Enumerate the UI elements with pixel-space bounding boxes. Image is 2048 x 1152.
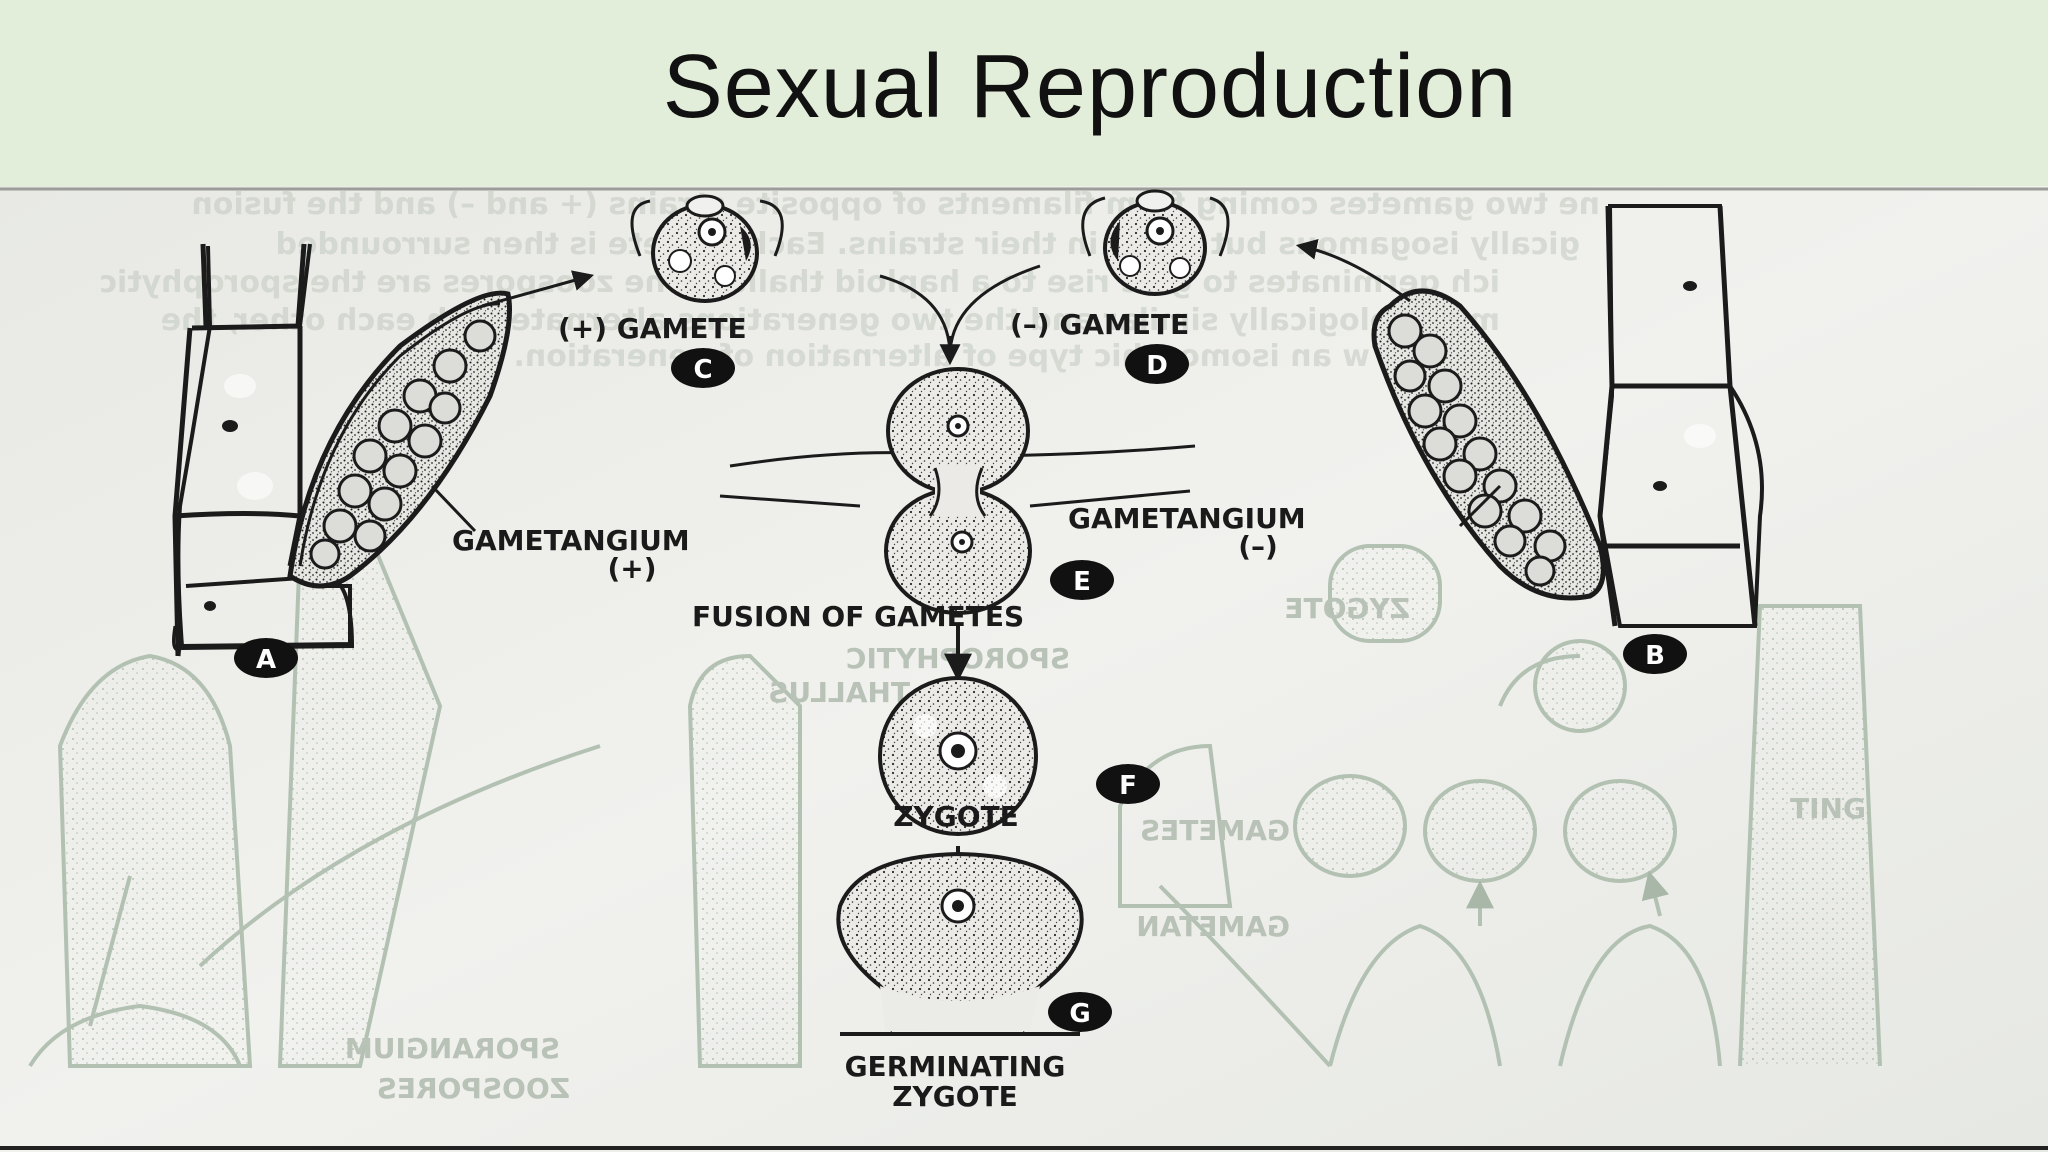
svg-text:D: D	[1146, 351, 1168, 381]
badge-a: A	[234, 638, 298, 678]
bleed-through-drawings	[28, 526, 1882, 1068]
bleed-through-text: ne two gametes coming from filaments of …	[99, 187, 1600, 374]
svg-text:TING: TING	[1790, 792, 1866, 825]
svg-text:B: B	[1645, 641, 1665, 671]
label-gametangium-minus: GAMETANGIUM	[1068, 502, 1306, 535]
filament-b	[1597, 204, 1764, 628]
svg-text:SPORANGIUM: SPORANGIUM	[345, 1032, 560, 1065]
badge-e: E	[1050, 560, 1114, 600]
label-germinating-zygote: ZYGOTE	[892, 1080, 1018, 1113]
svg-text:morphologically similar and th: morphologically similar and the two gene…	[161, 303, 1500, 338]
svg-text:A: A	[256, 645, 276, 675]
svg-text:ZOOSPORES: ZOOSPORES	[377, 1072, 570, 1105]
badge-c: C	[671, 348, 735, 388]
svg-text:gically isogamous but differ i: gically isogamous but differ in their st…	[276, 227, 1580, 262]
svg-text:THALLUS: THALLUS	[768, 676, 910, 709]
label-plus-gamete: (+) GAMETE	[558, 312, 747, 345]
bleed-through-labels: GAMETES GAMETAN SPORANGIUM ZOOSPORES SPO…	[345, 592, 1866, 1105]
germinating-zygote-cell	[836, 851, 1084, 1036]
svg-text:GAMETAN: GAMETAN	[1136, 910, 1290, 943]
svg-text:F: F	[1119, 771, 1137, 801]
badge-g: G	[1048, 992, 1112, 1032]
label-germinating: GERMINATING	[845, 1050, 1066, 1083]
minus-gamete-cell	[1081, 189, 1230, 296]
label-gametangium-plus: GAMETANGIUM	[452, 524, 690, 557]
label-gametangium-minus-sign: (–)	[1238, 530, 1278, 563]
badge-f: F	[1096, 764, 1160, 804]
filament-a	[172, 243, 355, 657]
badge-b: B	[1623, 634, 1687, 674]
zygote-cell	[878, 676, 1038, 836]
label-minus-gamete: (–) GAMETE	[1010, 308, 1189, 341]
diagram-photo: ne two gametes coming from filaments of …	[0, 186, 2048, 1152]
badge-d: D	[1125, 344, 1189, 384]
label-gametangium-plus-sign: (+)	[607, 552, 656, 585]
svg-text:GAMETES: GAMETES	[1140, 814, 1290, 847]
diagram-labels: (+) GAMETE (–) GAMETE GAMETANGIUM (+) GA…	[452, 308, 1306, 1113]
label-zygote: ZYGOTE	[893, 800, 1019, 833]
slide-title: Sexual Reproduction	[662, 37, 1518, 137]
svg-text:C: C	[693, 355, 712, 385]
gametangium-plus	[287, 270, 595, 589]
svg-text:ich germinates to give rise to: ich germinates to give rise to a haploid…	[99, 265, 1500, 300]
gamete-cluster-minus	[1387, 313, 1567, 587]
title-band	[0, 0, 2048, 186]
gametangium-minus	[1295, 239, 1606, 601]
gamete-cluster-plus	[309, 319, 497, 570]
svg-text:E: E	[1073, 567, 1091, 597]
fusing-gametes	[719, 367, 1196, 615]
label-fusion: FUSION OF GAMETES	[692, 600, 1024, 633]
svg-text:G: G	[1069, 999, 1090, 1029]
plus-gamete-cell	[630, 194, 784, 303]
svg-text:ZYGOTE: ZYGOTE	[1284, 592, 1410, 625]
svg-text:ne two gametes coming from fil: ne two gametes coming from filaments of …	[191, 187, 1600, 222]
